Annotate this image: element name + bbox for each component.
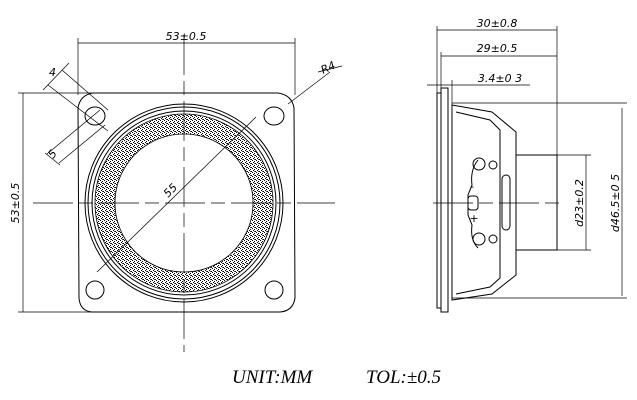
tolerance-label: TOL:±0.5 xyxy=(366,367,441,388)
mounting-hole xyxy=(263,106,285,126)
mounting-hole xyxy=(85,280,105,300)
front-ring xyxy=(436,92,442,309)
foam-surround xyxy=(94,113,274,293)
terminal-top xyxy=(472,157,486,171)
terminal-board xyxy=(467,159,479,249)
unit-label: UNIT:MM xyxy=(232,367,313,388)
vent-slot xyxy=(501,174,511,231)
mounting-hole xyxy=(84,106,106,126)
mounting-holes xyxy=(84,106,285,300)
body-depth-dimension: 29±0.5 xyxy=(477,42,518,55)
basket xyxy=(451,104,517,301)
diameter-dimension-line xyxy=(96,116,257,273)
terminal-minus-label: - xyxy=(470,180,474,193)
mounting-hole xyxy=(264,280,284,300)
magnet xyxy=(515,154,558,251)
hole-spacing-dimension: 4 xyxy=(49,66,56,79)
radius-leader xyxy=(287,71,331,105)
height-dimension: 53±0.5 xyxy=(9,183,22,224)
magnet-dia-dimension: d23±0.2 xyxy=(573,179,586,227)
flange xyxy=(440,87,449,313)
terminal-bottom xyxy=(472,232,486,246)
frame-dia-dimension: d46.5±0 5 xyxy=(609,174,622,232)
overall-depth-dimension: 30±0.8 xyxy=(477,17,518,30)
width-dimension: 53±0.5 xyxy=(166,30,207,43)
frame-outline xyxy=(77,92,296,313)
diameter-dimension: 55 xyxy=(161,181,180,200)
radius-dimension: R4 xyxy=(319,59,338,77)
flange-depth-dimension: 3.4±0 3 xyxy=(478,72,522,85)
terminal-plus-label: + xyxy=(469,212,478,225)
basket-inner xyxy=(455,111,501,295)
front-view: 53±0.5 53±0.5 4 5 55 R4 xyxy=(9,30,343,352)
side-view: - + 30±0.8 29±0.5 3.4±0 3 d23±0.2 d46.5±… xyxy=(427,17,627,313)
